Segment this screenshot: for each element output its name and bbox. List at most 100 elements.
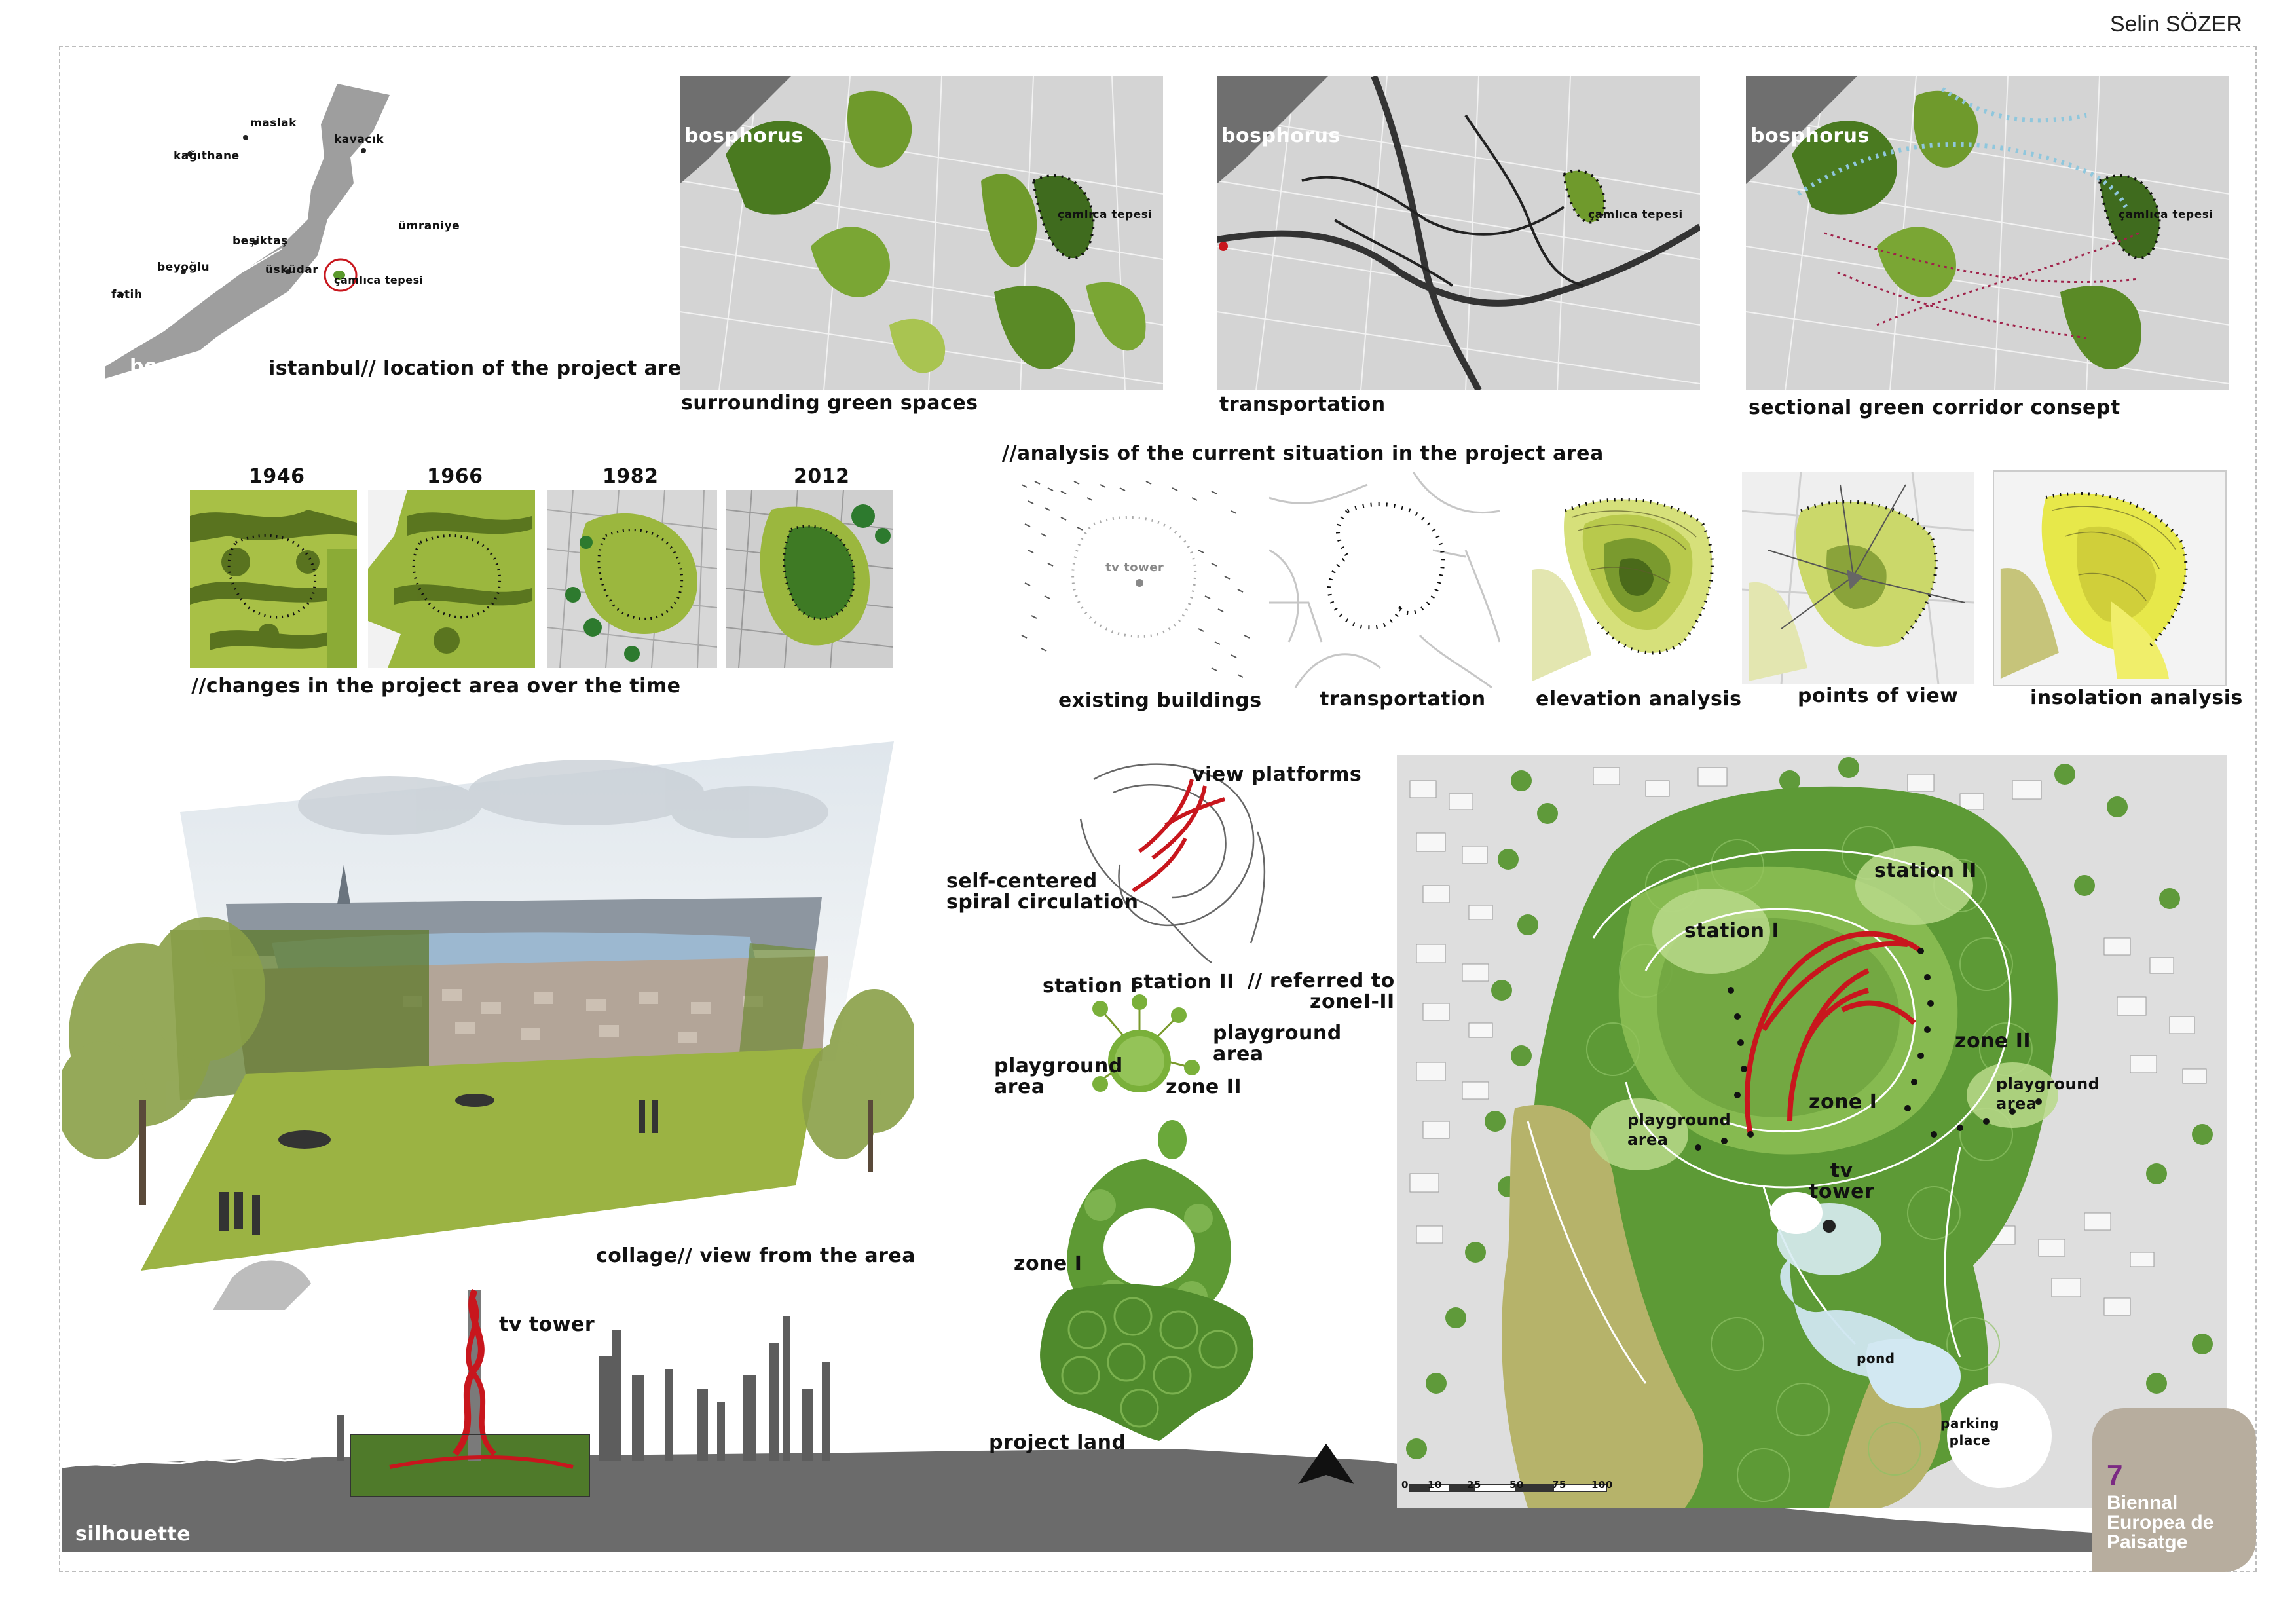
zone-connection-graphic (1092, 994, 1200, 1092)
year-2012: 2012 (794, 465, 850, 488)
plan-playground-left: playground area (1627, 1111, 1731, 1149)
scale-tick-0: 0 (1401, 1479, 1409, 1491)
green-corridor-map (1746, 76, 2229, 390)
green-spaces-map-graphic (680, 76, 1163, 390)
analysis-transportation (1269, 472, 1500, 688)
collage-caption: collage// view from the area (596, 1244, 916, 1267)
analysis-label-insolation: insolation analysis (2030, 686, 2243, 709)
silhouette-section (62, 1277, 2092, 1552)
green-map-caption: surrounding green spaces (681, 392, 978, 415)
scale-tick-100: 100 (1591, 1479, 1613, 1491)
concept-spiral-label: self-centered spiral circulation (946, 870, 1139, 914)
analysis-points-of-view (1742, 472, 1974, 684)
place-camlica: çamlıca tepesi (334, 274, 424, 286)
analysis-label-existing-buildings: existing buildings (1058, 689, 1262, 712)
concept-zone-1: zone I (1014, 1252, 1083, 1275)
biennal-badge: 7 Biennal Europea de Paisatge (2092, 1408, 2256, 1572)
plan-scale-bar: 0 10 25 50 75 100 (1401, 1479, 1613, 1497)
concept-project-land: project land (989, 1431, 1126, 1454)
transportation-map-graphic (1217, 76, 1700, 390)
history-2012-graphic (726, 490, 893, 668)
location-title: istanbul// location of the project area (268, 357, 695, 380)
scale-tick-75: 75 (1552, 1479, 1566, 1491)
year-1982: 1982 (602, 465, 659, 488)
silhouette-label: silhouette (75, 1523, 191, 1546)
place-fatih: fatih (111, 288, 143, 301)
plan-zone-1: zone I (1809, 1091, 1878, 1113)
scale-tick-50: 50 (1509, 1479, 1524, 1491)
history-caption: //changes in the project area over the t… (191, 675, 681, 698)
concept-referred-label: // referred to zoneI-II (1248, 969, 1395, 1013)
site-plan-graphic (1397, 755, 2227, 1508)
analysis-existing-buildings (1015, 472, 1257, 688)
green-corridor-map-graphic (1746, 76, 2229, 390)
history-1966-map (368, 490, 535, 668)
transport-map-caption: transportation (1219, 393, 1386, 416)
insolation-analysis-graphic (1994, 472, 2225, 685)
concept-view-platforms: view platforms (1192, 763, 1362, 786)
tv-tower-analysis-label: tv tower (1105, 561, 1164, 574)
location-map (92, 79, 418, 380)
analysis-title: //analysis of the current situation in t… (1002, 442, 1604, 465)
green-map-site-label: çamlıca tepesi (1058, 208, 1153, 221)
analysis-insolation (1993, 470, 2227, 686)
poster-frame (59, 46, 2257, 1572)
author-name: Selin SÖZER (2109, 12, 2242, 37)
concept-station-2: station II (1132, 971, 1234, 994)
place-uskudar: üsküdar (265, 263, 319, 276)
corridor-map-site-label: çamlıca tepesi (2119, 208, 2213, 221)
site-plan (1397, 755, 2227, 1508)
plan-pond: pond (1857, 1351, 1895, 1366)
plan-station-2: station II (1874, 859, 1977, 882)
zone-connection-diagram (1074, 989, 1205, 1113)
corridor-map-caption: sectional green corridor consept (1749, 396, 2120, 419)
project-land-graphic (1040, 1284, 1254, 1441)
elevation-analysis-graphic (1526, 472, 1755, 688)
concept-playground-right: playground area (1213, 1022, 1342, 1066)
project-land-diagram (1028, 1277, 1264, 1447)
points-of-view-graphic (1742, 472, 1974, 684)
year-1946: 1946 (249, 465, 305, 488)
north-arrow-icon (1297, 1441, 1356, 1487)
transport-map-site-label: çamlıca tepesi (1588, 208, 1683, 221)
analysis-elevation (1526, 472, 1755, 688)
analysis-transportation-graphic (1269, 472, 1500, 688)
place-umraniye: ümraniye (398, 219, 460, 233)
tv-tower-silhouette-label: tv tower (499, 1313, 595, 1336)
collage-view (56, 734, 920, 1310)
history-2012-map (726, 490, 893, 668)
analysis-label-points-of-view: points of view (1798, 684, 1959, 707)
year-1966: 1966 (427, 465, 483, 488)
badge-number: 7 (2107, 1459, 2123, 1491)
scale-tick-10: 10 (1428, 1479, 1442, 1491)
analysis-label-elevation: elevation analysis (1536, 688, 1742, 711)
analysis-label-transportation: transportation (1320, 688, 1486, 711)
concept-playground-left: playground area (994, 1054, 1123, 1098)
plan-playground-right: playground area (1996, 1075, 2100, 1113)
plan-zone-2: zone II (1955, 1030, 2031, 1053)
place-beyoglu: beyoğlu (157, 261, 210, 274)
spiral-diagram-graphic (1079, 763, 1266, 963)
badge-text: Biennal Europea de Paisatge (2107, 1492, 2214, 1553)
bosphorus-location-map-graphic (104, 84, 418, 379)
history-1982-graphic (547, 490, 717, 668)
collage-graphic (56, 741, 920, 1310)
place-kavacik: kavacık (334, 133, 384, 146)
plan-tv-tower: tv tower (1809, 1159, 1875, 1203)
concept-station-1: station I (1043, 975, 1138, 998)
place-maslak: maslak (250, 117, 297, 130)
place-besiktas: beşiktaş (232, 234, 288, 248)
corridor-map-water-label: bosphorus (1750, 124, 1870, 147)
place-kagithane: kağıthane (174, 149, 240, 162)
plan-station-1: station I (1684, 920, 1780, 942)
history-1966-graphic (368, 490, 535, 668)
green-spaces-map (680, 76, 1163, 390)
silhouette-graphic (62, 1288, 2092, 1552)
existing-buildings-graphic (1015, 472, 1257, 688)
scale-tick-25: 25 (1467, 1479, 1481, 1491)
concept-zone-2: zone II (1166, 1075, 1242, 1098)
history-1946-map (190, 490, 357, 668)
transport-map-water-label: bosphorus (1221, 124, 1341, 147)
history-1982-map (547, 490, 717, 668)
spiral-concept-diagram (1074, 753, 1284, 969)
